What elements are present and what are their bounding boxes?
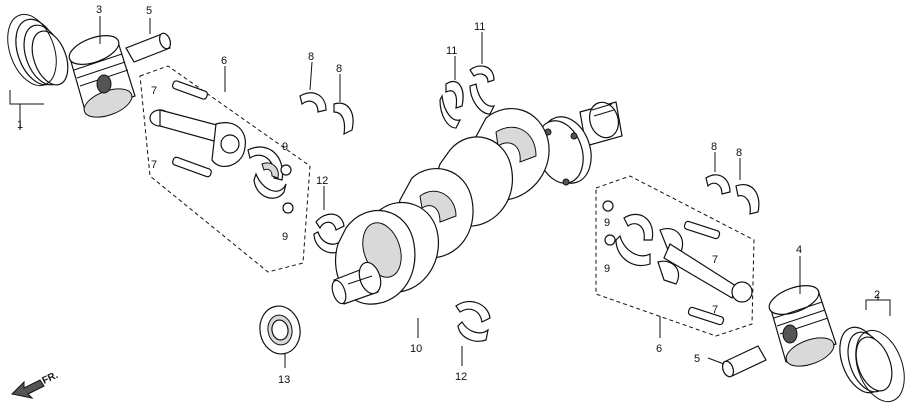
callout-9: 9: [604, 263, 610, 275]
callout-7: 7: [151, 159, 157, 171]
bearing-11-b: [469, 65, 496, 115]
callout-labels: 3 5 6 7 7 8 8 9 9 11 11 12 12 10 13 8 8 …: [17, 4, 880, 386]
bearing-11-a: [439, 80, 464, 129]
callout-10: 10: [410, 343, 422, 355]
bearing-8-left-a: [299, 92, 327, 113]
callout-8: 8: [336, 63, 342, 75]
callout-2: 2: [874, 289, 880, 301]
callout-6: 6: [656, 343, 662, 355]
callout-9: 9: [282, 231, 288, 243]
bearing-8-right-b: [735, 184, 760, 215]
connecting-rod-group-left: [139, 65, 311, 273]
callout-7: 7: [712, 304, 718, 316]
callout-7: 7: [151, 85, 157, 97]
piston-pin-right: [721, 345, 767, 378]
callout-9: 9: [282, 141, 288, 153]
callout-8: 8: [736, 147, 742, 159]
callout-9: 9: [604, 217, 610, 229]
piston-left: [68, 35, 136, 118]
callout-12: 12: [316, 175, 328, 187]
callout-13: 13: [278, 374, 290, 386]
piston-rings-right: [839, 326, 905, 403]
leader-lines: [99, 16, 879, 368]
callout-8: 8: [711, 141, 717, 153]
callout-11: 11: [474, 21, 485, 33]
piston-pin-left: [125, 32, 172, 63]
bearing-12-lower: [455, 301, 491, 342]
callout-4: 4: [796, 244, 802, 256]
bearing-8-right-a: [705, 174, 731, 195]
front-direction-arrow-icon: FR.: [10, 370, 60, 399]
callout-6: 6: [221, 55, 227, 67]
connecting-rod-group-right: [595, 175, 755, 337]
bearing-8-left-b: [333, 102, 354, 136]
callout-5: 5: [146, 5, 152, 17]
piston-rings-left: [7, 13, 69, 87]
oil-seal: [259, 305, 301, 355]
callout-5: 5: [694, 353, 700, 365]
callout-8: 8: [308, 51, 314, 63]
callout-11: 11: [446, 45, 457, 57]
crankshaft: [331, 101, 623, 305]
callout-3: 3: [96, 4, 102, 16]
callout-1: 1: [17, 119, 23, 131]
callout-12: 12: [455, 371, 467, 383]
callout-7: 7: [712, 254, 718, 266]
front-direction-label: FR.: [41, 370, 60, 387]
piston-right: [768, 285, 837, 367]
